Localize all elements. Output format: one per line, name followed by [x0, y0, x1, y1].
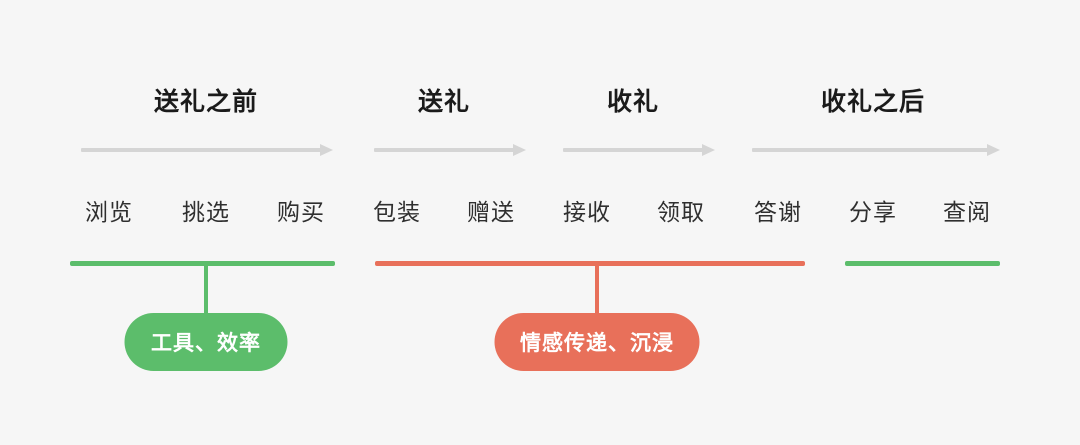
arrow-shaft-icon: [374, 148, 514, 152]
arrow-shaft-icon: [752, 148, 988, 152]
step-label: 赠送: [467, 199, 515, 225]
stage-arrow-receiving: [563, 144, 715, 156]
step-label: 接收: [563, 199, 611, 225]
arrow-shaft-icon: [81, 148, 321, 152]
arrow-head-icon: [987, 144, 1000, 156]
group-connector-group-tool-efficiency: [204, 263, 208, 315]
stage-title-receiving: 收礼: [606, 88, 660, 116]
arrow-head-icon: [320, 144, 333, 156]
group-bar-group-emotion-immersion: [375, 261, 805, 266]
stage-arrow-before-gifting: [81, 144, 333, 156]
step-label: 购买: [277, 199, 325, 225]
step-label: 包装: [373, 199, 421, 225]
stage-title-after-receiving: 收礼之后: [820, 88, 926, 116]
stage-arrow-gifting: [374, 144, 526, 156]
group-pill-group-tool-efficiency[interactable]: 工具、效率: [124, 313, 288, 371]
group-pill-group-emotion-immersion[interactable]: 情感传递、沉浸: [494, 313, 700, 371]
stage-title-gifting: 送礼: [417, 88, 471, 116]
group-bar-group-tool-efficiency: [70, 261, 335, 266]
step-label: 查阅: [943, 199, 991, 225]
step-label: 浏览: [85, 199, 133, 225]
group-connector-group-emotion-immersion: [595, 263, 599, 315]
group-bar-group-after-plain: [845, 261, 1000, 266]
step-label: 领取: [657, 199, 705, 225]
arrow-head-icon: [513, 144, 526, 156]
stage-arrow-after-receiving: [752, 144, 1000, 156]
step-label: 答谢: [754, 199, 802, 225]
step-label: 挑选: [182, 199, 230, 225]
step-label: 分享: [849, 199, 897, 225]
arrow-head-icon: [702, 144, 715, 156]
arrow-shaft-icon: [563, 148, 703, 152]
stage-title-before-gifting: 送礼之前: [153, 88, 259, 116]
